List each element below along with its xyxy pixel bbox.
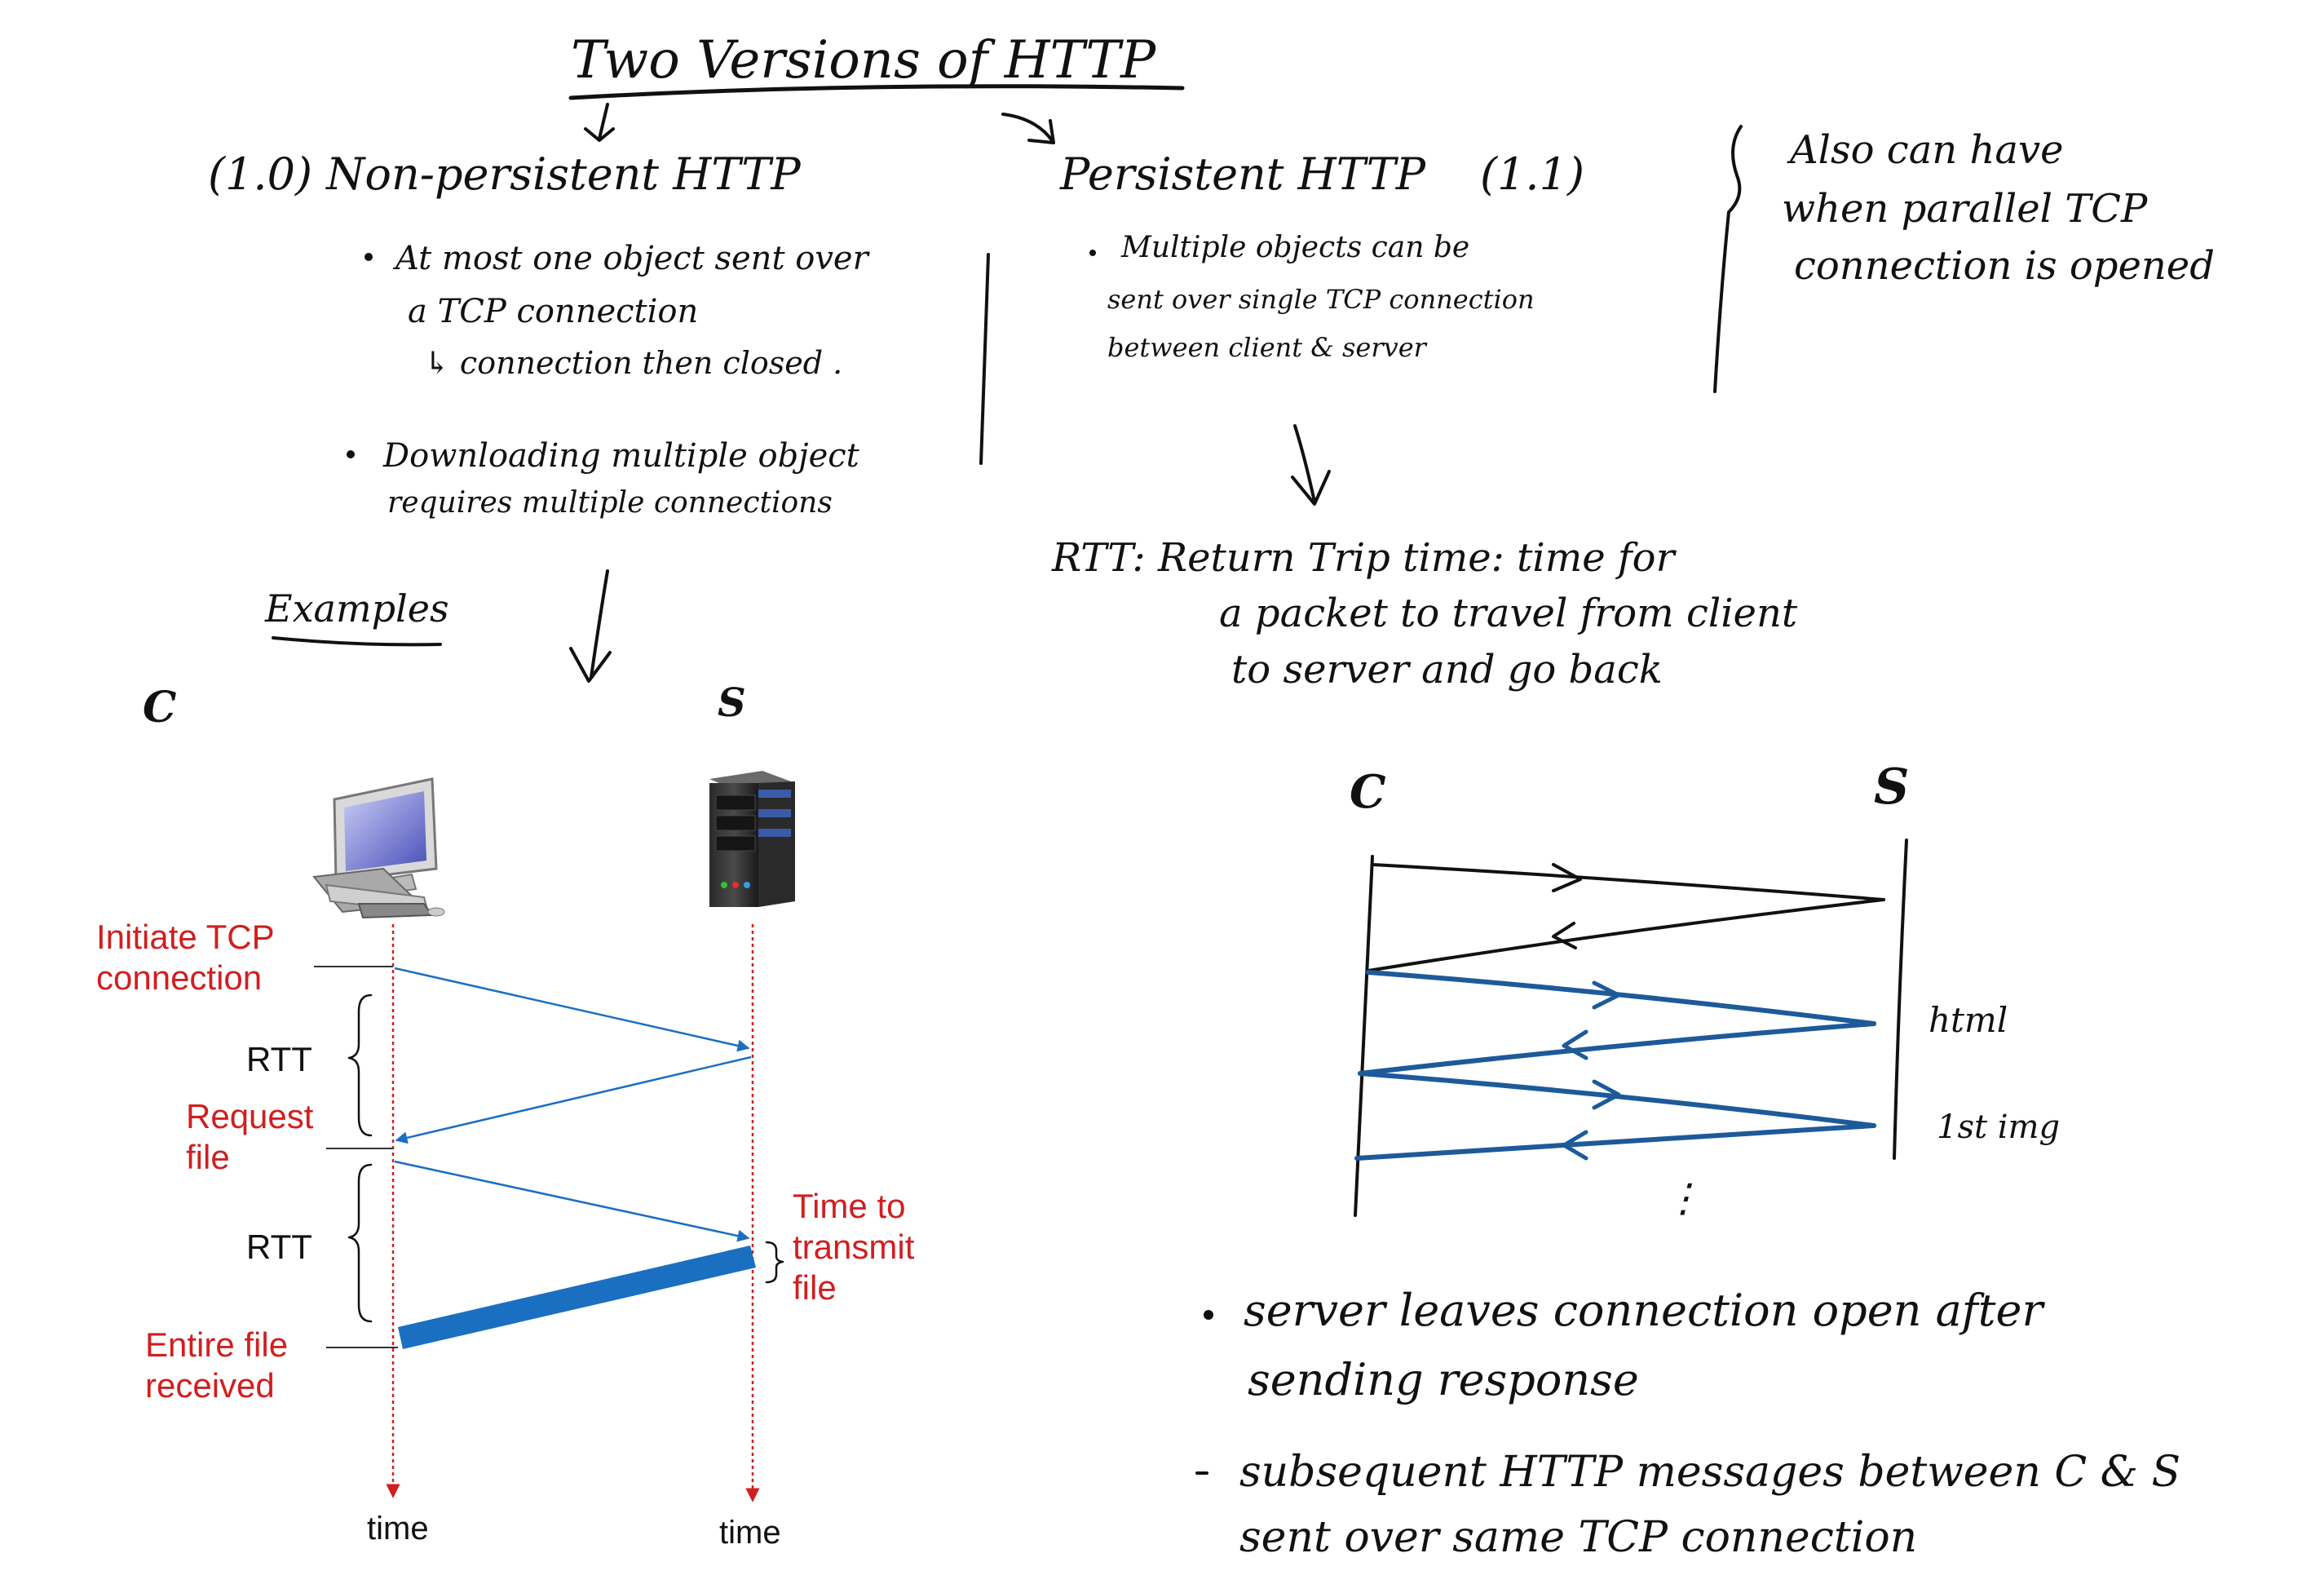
file-transmission: [398, 1246, 756, 1349]
side-note-line-2: when parallel TCP: [1782, 186, 2148, 232]
bullet-dot: [365, 253, 373, 261]
rtt2-label: RTT: [246, 1228, 312, 1266]
nonpersistent-heading: (1.0) Non-persistent HTTP: [208, 148, 802, 200]
persistent-down-arrow: [1291, 424, 1331, 506]
title-underline: [568, 84, 1185, 100]
client-label: C: [143, 683, 176, 732]
persistent-bullet-line-1: Multiple objects can be: [1120, 231, 1469, 264]
bottom-note-1-line-1: server leaves connection open after: [1244, 1285, 2045, 1336]
examples-underline: [272, 636, 442, 647]
persistent-server-timeline: [1893, 839, 1908, 1160]
bottom-note-1-line-2: sending response: [1248, 1354, 1639, 1405]
side-note-line-1: Also can have: [1787, 127, 2064, 173]
html-response: [1358, 1021, 1876, 1076]
bottom-note-2-line-1: subsequent HTTP messages between C & S: [1239, 1448, 2180, 1497]
request-label-line-2: file: [186, 1138, 230, 1176]
handshake-out: [1371, 863, 1885, 901]
nonpersistent-bullet-2-line-2: requires multiple connections: [387, 486, 833, 520]
html-request: [1366, 970, 1876, 1026]
bottom-note-2-line-2: sent over same TCP connection: [1239, 1513, 1917, 1562]
handshake-back: [1367, 898, 1885, 972]
nonpersistent-notes: (1.0) Non-persistent HTTP At most one ob…: [208, 148, 990, 683]
syn-message: [394, 967, 750, 1052]
html-label: html: [1929, 1000, 2008, 1040]
persistent-client-timeline: [1354, 855, 1374, 1217]
img-response-arrowhead: [1562, 1130, 1588, 1161]
persistent-diagram: C S html 1st img ⋮: [1350, 759, 2060, 1221]
time-label-client: time: [367, 1511, 429, 1547]
synack-message: [395, 1055, 752, 1144]
nonpersistent-down-arrow: [569, 569, 612, 683]
persistent-client-label: C: [1350, 765, 1386, 819]
nonpersistent-bullet-1-line-2: a TCP connection: [408, 293, 698, 330]
transmit-label-line-3: file: [793, 1268, 837, 1307]
img-response: [1354, 1123, 1876, 1161]
nonpersistent-diagram: C S: [96, 680, 915, 1551]
nonpersistent-bullet-2-line-1: Downloading multiple object: [382, 437, 860, 475]
request-message: [394, 1160, 750, 1242]
handshake-out-arrowhead: [1552, 863, 1582, 892]
side-bracket: [1713, 125, 1743, 393]
computer-icon: [312, 777, 445, 919]
page-title: Two Versions of HTTP: [571, 30, 1156, 91]
bullet-dot: [1089, 250, 1096, 256]
continuation-dots: ⋮: [1663, 1175, 1703, 1221]
rtt-definition-line-3: to server and go back: [1231, 647, 1663, 693]
bullet-dot: [347, 450, 355, 458]
img-label: 1st img: [1937, 1108, 2060, 1146]
request-label-line-1: Request: [186, 1097, 314, 1135]
transmit-brace: [765, 1241, 784, 1284]
rtt1-label: RTT: [246, 1040, 312, 1078]
html-request-arrowhead: [1592, 980, 1621, 1010]
server-icon: [709, 771, 795, 907]
received-label-line-1: Entire file: [145, 1325, 288, 1364]
persistent-version: (1.1): [1480, 148, 1584, 200]
separator-line-left: [979, 253, 990, 465]
handshake-back-arrowhead: [1552, 922, 1577, 949]
time-label-server: time: [719, 1515, 781, 1551]
title-arrow-right: [1001, 113, 1055, 144]
rtt-definition-line-1: RTT: Return Trip time: time for: [1051, 535, 1677, 581]
persistent-bullet-line-3: between client & server: [1107, 332, 1428, 363]
nonpersistent-bullet-1-line-1: At most one object sent over: [392, 240, 871, 277]
initiate-label-line-2: connection: [96, 958, 262, 997]
bullet-dot: [1204, 1310, 1213, 1320]
side-note-line-3: connection is opened: [1794, 243, 2215, 289]
side-note: Also can have when parallel TCP connecti…: [1713, 125, 2215, 393]
bottom-notes: server leaves connection open after send…: [1195, 1285, 2180, 1562]
img-request: [1358, 1071, 1876, 1128]
nonpersistent-bullet-1-line-3: ↳ connection then closed .: [424, 345, 842, 381]
received-label-line-2: received: [145, 1366, 275, 1405]
initiate-label-line-1: Initiate TCP: [96, 918, 275, 956]
examples-label: Examples: [264, 586, 449, 631]
persistent-notes: Persistent HTTP (1.1) Multiple objects c…: [1051, 148, 1798, 693]
rtt2-brace: [347, 1163, 373, 1323]
transmit-label-line-1: Time to: [793, 1187, 905, 1225]
transmit-label-line-2: transmit: [793, 1228, 915, 1266]
rtt1-brace: [347, 993, 373, 1137]
title-group: Two Versions of HTTP: [568, 30, 1185, 144]
persistent-server-label: S: [1874, 759, 1909, 816]
server-label: S: [718, 680, 746, 726]
rtt-definition-line-2: a packet to travel from client: [1219, 591, 1798, 636]
persistent-bullet-line-2: sent over single TCP connection: [1107, 284, 1535, 315]
img-request-arrowhead: [1592, 1079, 1621, 1110]
persistent-heading: Persistent HTTP: [1059, 148, 1427, 200]
html-response-arrowhead: [1562, 1029, 1588, 1060]
title-arrow-left: [584, 103, 615, 142]
